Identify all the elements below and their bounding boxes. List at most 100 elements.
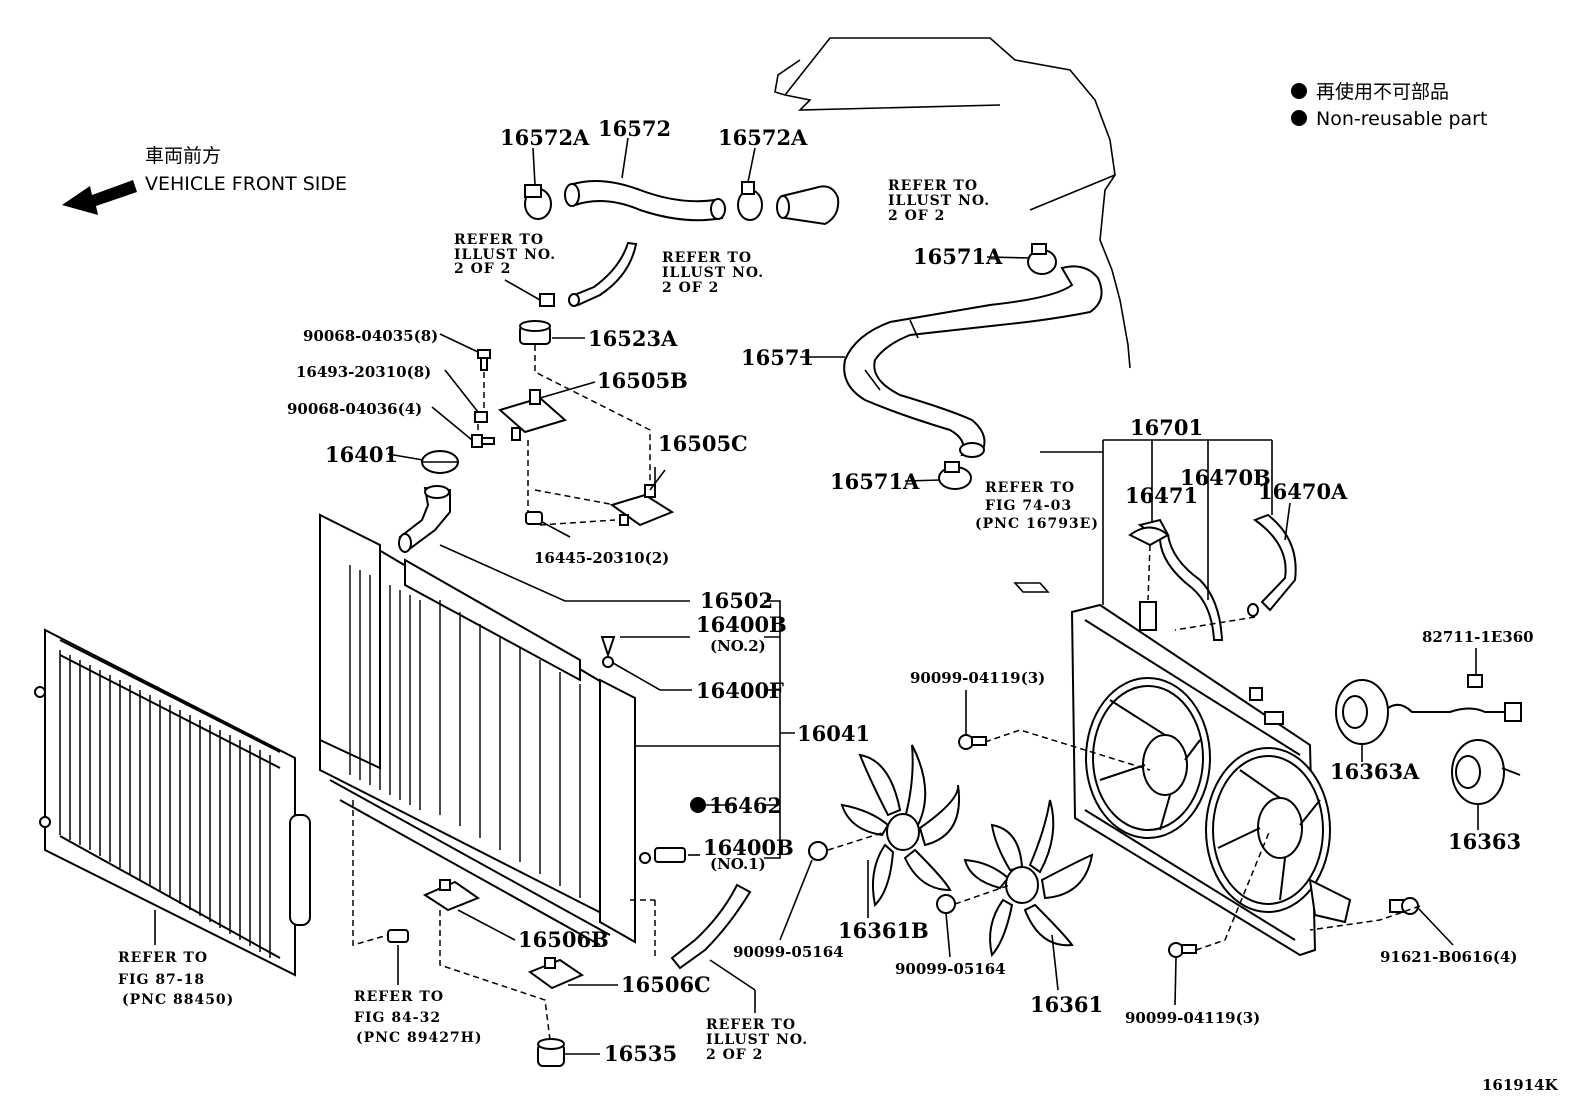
svg-text:REFER TO: REFER TO xyxy=(706,1017,796,1033)
shroud-pad xyxy=(1013,582,1050,593)
label-16400B-no1: 16400B xyxy=(703,835,794,860)
label-90099-04119-top: 90099-04119(3) xyxy=(910,669,1045,687)
fan-16361B xyxy=(840,744,960,908)
condenser xyxy=(34,628,311,977)
svg-text:REFER TO: REFER TO xyxy=(985,480,1075,496)
engine-outline xyxy=(774,37,1131,369)
svg-text:FIG 87-18: FIG 87-18 xyxy=(118,972,205,988)
bolt-90068-04035 xyxy=(477,349,491,371)
label-16572: 16572 xyxy=(598,116,671,141)
reserve-hose-small xyxy=(570,241,638,307)
refer-note-illust-top-right: REFER TO ILLUST NO. 2 OF 2 xyxy=(888,178,990,224)
svg-text:REFER TO: REFER TO xyxy=(888,178,978,194)
bracket-16505B xyxy=(497,389,568,441)
legend-en: Non-reusable part xyxy=(1316,108,1487,130)
label-16535: 16535 xyxy=(604,1041,677,1066)
label-82711-1E360: 82711-1E360 xyxy=(1422,628,1534,646)
label-16361B: 16361B xyxy=(838,918,929,943)
reserve-tank-group xyxy=(398,320,675,553)
bracket-16506C xyxy=(527,957,585,990)
svg-text:ILLUST NO.: ILLUST NO. xyxy=(888,193,990,209)
label-16400F: 16400F xyxy=(696,678,784,703)
drain-cock-16400B-no1 xyxy=(639,847,686,864)
svg-text:(PNC 89427H): (PNC 89427H) xyxy=(356,1030,483,1046)
refer-note-fig-84-32: REFER TO FIG 84-32 (PNC 89427H) xyxy=(354,989,483,1046)
svg-text:(PNC 16793E): (PNC 16793E) xyxy=(975,516,1099,532)
label-16471: 16471 xyxy=(1125,483,1198,508)
svg-text:REFER TO: REFER TO xyxy=(454,232,544,248)
nut-16445-20310 xyxy=(525,511,543,525)
label-16041: 16041 xyxy=(797,721,870,746)
refer-note-fig-74-03: REFER TO FIG 74-03 (PNC 16793E) xyxy=(975,480,1099,532)
svg-text:REFER TO: REFER TO xyxy=(662,250,752,266)
hose-clamp-16571A-top xyxy=(1027,243,1057,275)
bolt-90099-04119-top xyxy=(958,734,987,750)
label-16470B: 16470B xyxy=(1180,465,1271,490)
label-16571A-bottom: 16571A xyxy=(830,469,920,494)
svg-text:2 OF 2: 2 OF 2 xyxy=(454,261,511,277)
front-direction-jp: 車両前方 xyxy=(145,145,221,167)
o-ring-16400F xyxy=(602,656,614,668)
label-16506B: 16506B xyxy=(518,927,609,952)
fan-motor-16363A xyxy=(1335,674,1522,745)
label-16502: 16502 xyxy=(700,588,773,613)
svg-text:REFER TO: REFER TO xyxy=(354,989,444,1005)
label-16523A: 16523A xyxy=(588,326,678,351)
label-16401: 16401 xyxy=(325,442,398,467)
label-90068-04035: 90068-04035(8) xyxy=(303,327,438,345)
label-16701: 16701 xyxy=(1130,415,1203,440)
label-16462: 16462 xyxy=(709,793,782,818)
lower-hose-group xyxy=(843,243,1103,490)
refer-note-illust-left: REFER TO ILLUST NO. 2 OF 2 xyxy=(454,232,556,277)
radiator-cap-16401 xyxy=(421,450,459,474)
svg-text:2 OF 2: 2 OF 2 xyxy=(888,208,945,224)
label-16572A-left: 16572A xyxy=(500,125,590,150)
front-direction-en: VEHICLE FRONT SIDE xyxy=(145,173,347,195)
part-labels: 16572A 16572 16572A 16571A 16571 16571A … xyxy=(287,116,1534,1066)
leader-lines xyxy=(154,137,1479,1055)
label-90099-04119-bottom: 90099-04119(3) xyxy=(1125,1009,1260,1027)
label-16572A-right: 16572A xyxy=(718,125,808,150)
bolt-90099-04119-bottom xyxy=(1168,942,1197,958)
label-16571: 16571 xyxy=(741,345,814,370)
fan-shroud-16701 xyxy=(1070,601,1352,957)
svg-text:REFER TO: REFER TO xyxy=(118,950,208,966)
svg-text:(PNC 88450): (PNC 88450) xyxy=(122,992,234,1008)
lower-hose-small xyxy=(670,883,752,970)
label-16400B-no2: 16400B xyxy=(696,612,787,637)
radiator-inlet-16502 xyxy=(398,485,451,553)
legend-jp: 再使用不可部品 xyxy=(1316,81,1449,103)
fan-16361 xyxy=(963,799,1094,958)
label-90068-04036: 90068-04036(4) xyxy=(287,400,422,418)
hose-clamp-16572A-left xyxy=(524,184,552,220)
label-16506C: 16506C xyxy=(621,972,711,997)
upper-hose-group xyxy=(504,180,840,307)
label-16400B-no2-sub: (NO.2) xyxy=(710,637,766,655)
figure-id: 161914K xyxy=(1482,1076,1559,1094)
svg-text:ILLUST NO.: ILLUST NO. xyxy=(454,247,556,263)
svg-text:2 OF 2: 2 OF 2 xyxy=(662,280,719,296)
hose-16572 xyxy=(568,180,724,222)
svg-text:FIG 74-03: FIG 74-03 xyxy=(985,498,1072,514)
cushion-16535 xyxy=(537,1038,565,1067)
bracket-16506B xyxy=(422,879,481,912)
label-16470A: 16470A xyxy=(1258,479,1348,504)
front-arrow-icon xyxy=(62,180,137,215)
label-16361: 16361 xyxy=(1030,992,1103,1017)
refer-note-illust-bottom: REFER TO ILLUST NO. 2 OF 2 xyxy=(706,1017,808,1063)
cap-16523A xyxy=(519,320,551,345)
label-91621-B0616: 91621-B0616(4) xyxy=(1380,948,1517,966)
svg-text:ILLUST NO.: ILLUST NO. xyxy=(706,1032,808,1048)
pipe-fitting xyxy=(780,185,840,226)
hose-clamp-16572A-right xyxy=(737,181,763,221)
svg-text:2 OF 2: 2 OF 2 xyxy=(706,1047,763,1063)
label-16505B: 16505B xyxy=(597,368,688,393)
nut-90099-05164-left xyxy=(808,841,828,861)
clip-89427H xyxy=(387,929,409,943)
label-90099-05164-mid: 90099-05164 xyxy=(895,960,1006,978)
o-ring-16462-non-reusable-icon xyxy=(690,797,706,813)
bolt-91621-B0616 xyxy=(1389,897,1419,915)
label-16493-20310: 16493-20310(8) xyxy=(296,363,431,381)
label-16571A-top: 16571A xyxy=(913,244,1003,269)
